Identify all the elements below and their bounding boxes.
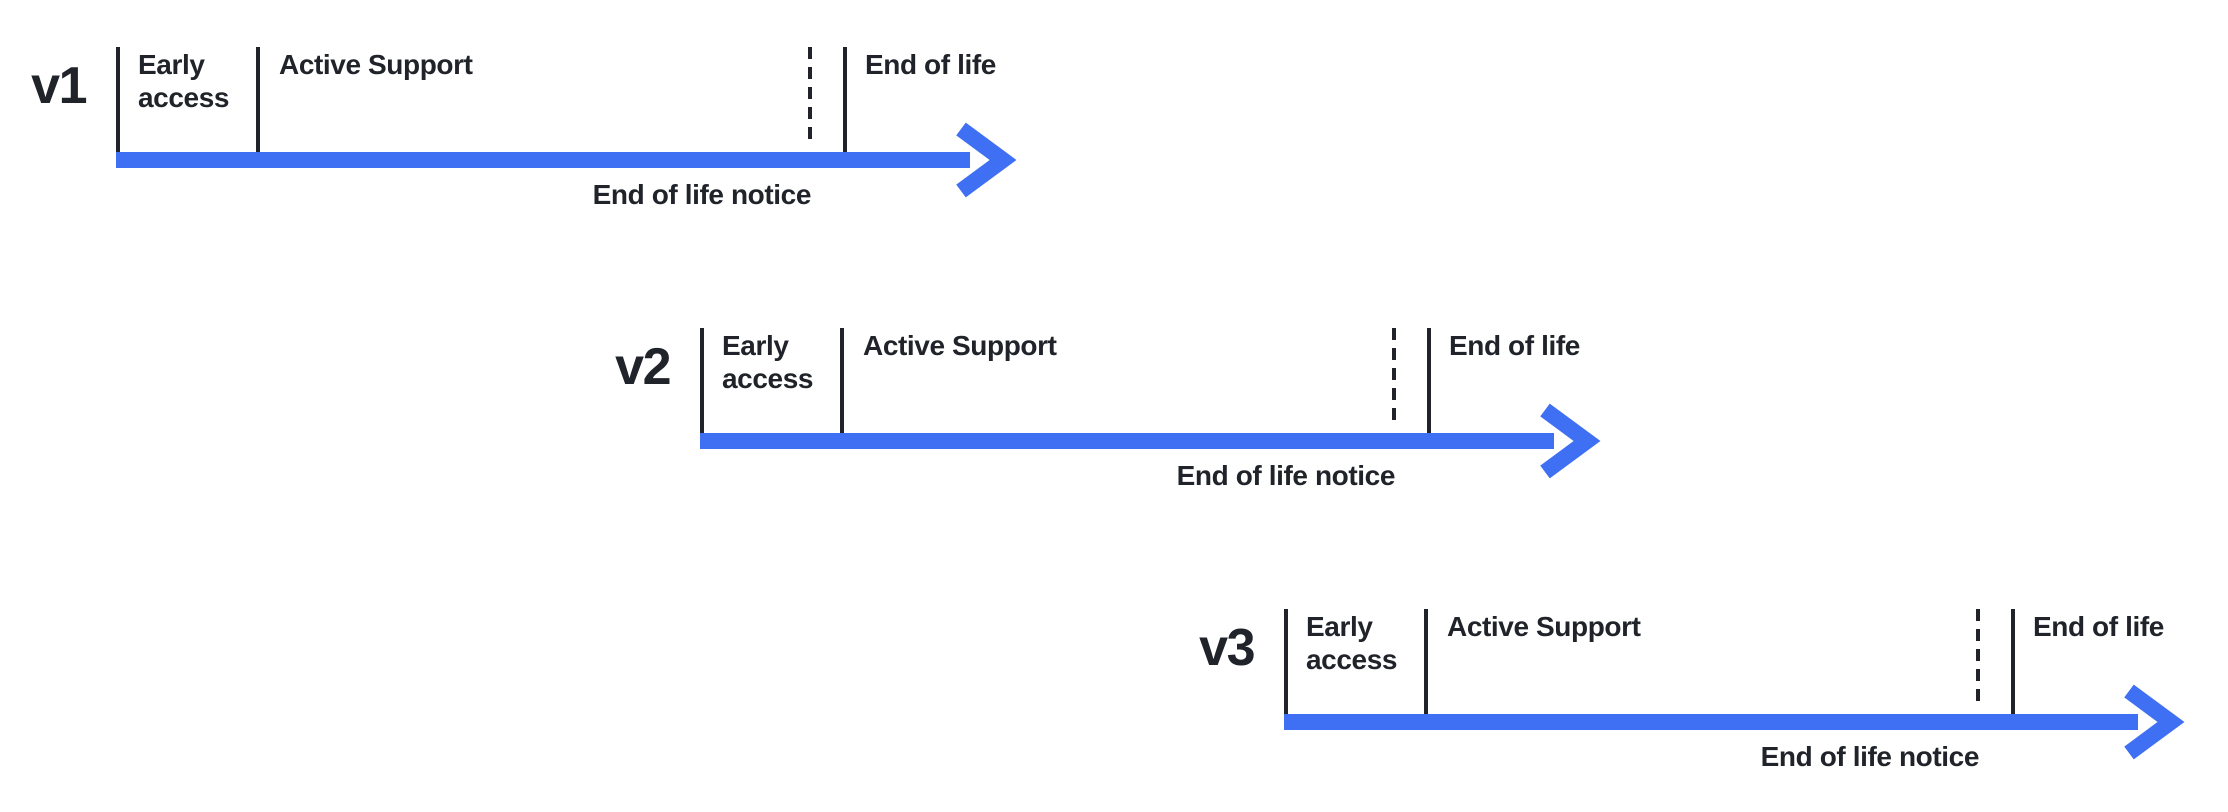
active-support-start-tick <box>840 328 844 434</box>
active-support-label: Active Support <box>1447 611 1641 642</box>
timeline-arrow-icon <box>1284 684 2185 760</box>
eol-notice-dashed-divider <box>1976 609 1980 708</box>
end-of-life-label: End of life <box>2033 611 2164 642</box>
timeline-start-tick <box>1284 609 1288 715</box>
end-of-life-tick <box>2011 609 2015 715</box>
active-support-label: Active Support <box>279 49 473 80</box>
eol-notice-label: End of life notice <box>1760 741 1980 772</box>
timeline-arrow-icon <box>116 122 1017 198</box>
early-access-label: Early access <box>722 330 814 394</box>
end-of-life-label: End of life <box>865 49 996 80</box>
end-of-life-tick <box>843 47 847 153</box>
version-label: v1 <box>31 57 87 115</box>
end-of-life-label: End of life <box>1449 330 1580 361</box>
eol-notice-dashed-divider <box>808 47 812 146</box>
version-label: v3 <box>1199 619 1255 677</box>
version-label: v2 <box>615 338 671 396</box>
early-access-label: Early access <box>138 49 230 113</box>
timeline-arrow-icon <box>700 403 1601 479</box>
timeline-start-tick <box>700 328 704 434</box>
eol-notice-label: End of life notice <box>592 179 812 210</box>
active-support-start-tick <box>256 47 260 153</box>
timeline-start-tick <box>116 47 120 153</box>
end-of-life-tick <box>1427 328 1431 434</box>
active-support-label: Active Support <box>863 330 1057 361</box>
active-support-start-tick <box>1424 609 1428 715</box>
early-access-label: Early access <box>1306 611 1398 675</box>
eol-notice-dashed-divider <box>1392 328 1396 427</box>
eol-notice-label: End of life notice <box>1176 460 1396 491</box>
